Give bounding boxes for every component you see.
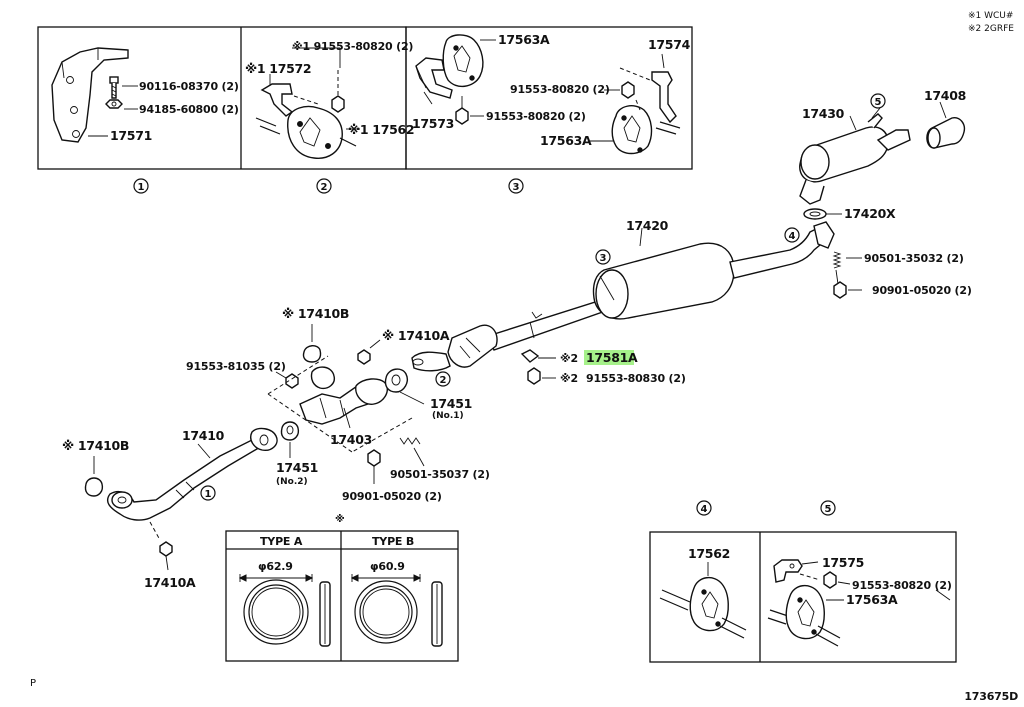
svg-text:2: 2 (321, 182, 328, 193)
type-b-dimension: φ60.9 (370, 560, 405, 573)
callout-2-main: 2 (435, 371, 451, 387)
label-91553-80820-box3-c: 91553-80820 (2) (510, 83, 610, 96)
svg-text:4: 4 (701, 504, 708, 515)
front-pipe-17403-drawing (267, 324, 425, 484)
label-90901-05020-right: 90901-05020 (2) (872, 284, 972, 297)
callout-1-main: 1 (200, 485, 216, 501)
label-17410: 17410 (182, 428, 225, 443)
label-17403: 17403 (330, 432, 372, 447)
gasket-type-table (225, 530, 459, 662)
callout-2-top: 2 (316, 178, 332, 194)
svg-text:3: 3 (513, 182, 520, 193)
label-17451-no1-sub: (No.1) (432, 411, 464, 421)
callout-5-upper: 5 (870, 93, 886, 109)
callout-1-top: 1 (133, 178, 149, 194)
callout-3-main: 3 (595, 249, 611, 265)
label-90501-35032: 90501-35032 (2) (864, 252, 964, 265)
label-17410A-top: ※ 17410A (382, 328, 450, 343)
hanger-17563a-drawing (415, 34, 681, 155)
mount-17562-drawing (659, 562, 747, 639)
hanger-17562-drawing (255, 47, 360, 159)
label-90901-05020-front: 90901-05020 (2) (342, 490, 442, 503)
label-17420: 17420 (626, 218, 669, 233)
label-17430: 17430 (802, 106, 845, 121)
svg-text:2: 2 (440, 375, 447, 386)
label-17410B-top: ※ 17410B (282, 306, 349, 321)
label-17410A-bottom: 17410A (144, 575, 196, 590)
tail-muffler-17430-drawing (799, 101, 966, 205)
label-17575: 17575 (822, 555, 864, 570)
bracket-17571-drawing (51, 47, 138, 143)
note-2: ※2 2GRFE (968, 24, 1014, 34)
label-91553-80820-box2: ※1 91553-80820 (2) (292, 40, 413, 53)
label-91553-81035: 91553-81035 (2) (186, 360, 286, 373)
detail-box-3 (405, 26, 693, 170)
front-exhaust-pipe-17410-drawing (84, 427, 278, 571)
label-17563A-box3-bottom: 17563A (540, 133, 592, 148)
svg-text:1: 1 (138, 182, 145, 193)
label-17408: 17408 (924, 88, 966, 103)
label-91553-80830: 91553-80830 (2) (586, 372, 686, 385)
svg-text:4: 4 (789, 231, 796, 242)
highlight-17581A (584, 350, 634, 365)
center-pipe-17420-drawing (411, 221, 835, 385)
spring-bolt-right-drawing (832, 251, 862, 299)
label-17562-box2: ※1 17562 (348, 122, 414, 137)
callout-4-bottom: 4 (696, 500, 712, 516)
label-94185-60800: 94185-60800 (2) (139, 103, 239, 116)
label-17571: 17571 (110, 128, 152, 143)
callout-5-bottom: 5 (820, 500, 836, 516)
mark-17581A: ※2 (560, 352, 578, 365)
svg-text:5: 5 (875, 97, 882, 108)
label-17574: 17574 (648, 37, 691, 52)
type-a-dimension: φ62.9 (258, 560, 293, 573)
label-17572: ※1 17572 (245, 61, 311, 76)
label-17451-no2-sub: (No.2) (276, 477, 308, 487)
svg-text:3: 3 (600, 253, 607, 264)
label-91553-80820-box3-b: 91553-80820 (2) (486, 110, 586, 123)
svg-text:1: 1 (205, 489, 212, 500)
label-17410B-left: ※ 17410B (62, 438, 129, 453)
label-17451-no1: 17451 (430, 396, 472, 411)
note-1: ※1 WCU# (968, 11, 1013, 21)
label-17563A-box3-top: 17563A (498, 32, 550, 47)
mark-91553-80830: ※2 (560, 372, 578, 385)
type-a-label: TYPE A (260, 535, 303, 548)
label-17562-box4: 17562 (688, 546, 730, 561)
label-91553-80820-box5: 91553-80820 (2) (852, 579, 952, 592)
label-17563A-box5: 17563A (846, 592, 898, 607)
label-90501-35037: 90501-35037 (2) (390, 468, 490, 481)
type-b-label: TYPE B (372, 535, 414, 548)
gasket-17420x-drawing (803, 208, 842, 220)
callout-4-main: 4 (784, 227, 800, 243)
label-17573: 17573 (412, 116, 454, 131)
gasket-table-mark: ※ (335, 513, 345, 525)
label-17581A: 17581A (586, 350, 638, 365)
drawing-number: 173675D (964, 690, 1018, 703)
label-17420X: 17420X (844, 206, 896, 221)
label-17451-no2: 17451 (276, 460, 318, 475)
svg-text:5: 5 (825, 504, 832, 515)
label-90116-08370: 90116-08370 (2) (139, 80, 239, 93)
corner-mark: P (30, 678, 36, 689)
hanger-17575-drawing (767, 559, 951, 647)
detail-box-4-5 (649, 531, 957, 663)
callout-3-top: 3 (508, 178, 524, 194)
